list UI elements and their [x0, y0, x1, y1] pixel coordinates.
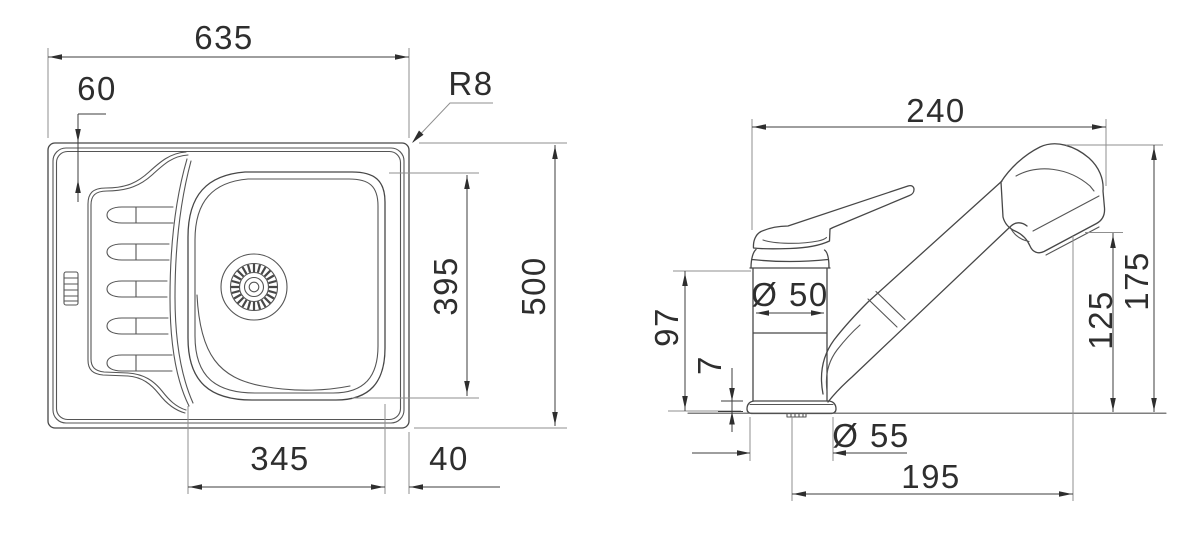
dim-label-overall-width: 635 [194, 19, 254, 56]
callout-corner-radius: R8 [412, 65, 493, 143]
dim-bowl-depth: 395 [352, 172, 479, 399]
dim-label-overall-depth: 500 [515, 256, 552, 316]
dim-label-bowl-width: 345 [250, 440, 310, 477]
dim-label-spout-reach: 240 [906, 92, 966, 129]
dim-label-base-diameter: Ø 55 [832, 417, 910, 454]
dim-spout-reach: 240 [751, 92, 1107, 230]
dim-label-projection: 195 [901, 458, 961, 495]
dim-outlet-height: 125 [1082, 232, 1123, 412]
dim-overall-depth: 500 [414, 142, 567, 429]
sink-top-view: 635 60 R8 500 395 [47, 19, 567, 494]
sink-outline [47, 142, 410, 429]
faucet-side-view: 240 Ø 50 97 7 [648, 92, 1167, 501]
dim-body-height: 97 [648, 270, 751, 412]
dim-label-body-height: 97 [648, 307, 685, 347]
dim-base-plate-height: 7 [691, 355, 743, 432]
dim-label-outlet-height: 125 [1082, 290, 1119, 350]
faucet-base [687, 400, 1167, 418]
faucet-spout [820, 180, 1028, 403]
dim-total-height: 175 [1066, 144, 1163, 412]
overflow-grille [63, 271, 79, 306]
drainboard [63, 151, 194, 414]
faucet-body [749, 184, 915, 402]
dim-label-body-diameter: Ø 50 [751, 276, 829, 313]
dim-left-offset: 60 [75, 70, 117, 202]
drain-grooves [106, 206, 174, 372]
mounting-stub [786, 412, 807, 418]
dim-label-left-offset: 60 [77, 70, 117, 107]
dim-label-total-height: 175 [1118, 251, 1155, 311]
dim-body-diameter: Ø 50 [751, 276, 829, 316]
drain-strainer [220, 253, 288, 321]
spray-head [1000, 143, 1106, 256]
dim-projection: 195 [791, 236, 1074, 501]
dim-label-base-plate-height: 7 [691, 355, 728, 375]
dim-label-corner-radius: R8 [448, 65, 493, 102]
dim-label-right-offset: 40 [429, 440, 469, 477]
dim-overall-width: 635 [47, 19, 410, 138]
dim-bowl-width: 345 [187, 404, 386, 494]
dim-base-diameter: Ø 55 [692, 417, 910, 461]
dim-label-bowl-depth: 395 [427, 256, 464, 316]
bowl [187, 171, 386, 401]
dim-right-offset: 40 [408, 432, 500, 494]
